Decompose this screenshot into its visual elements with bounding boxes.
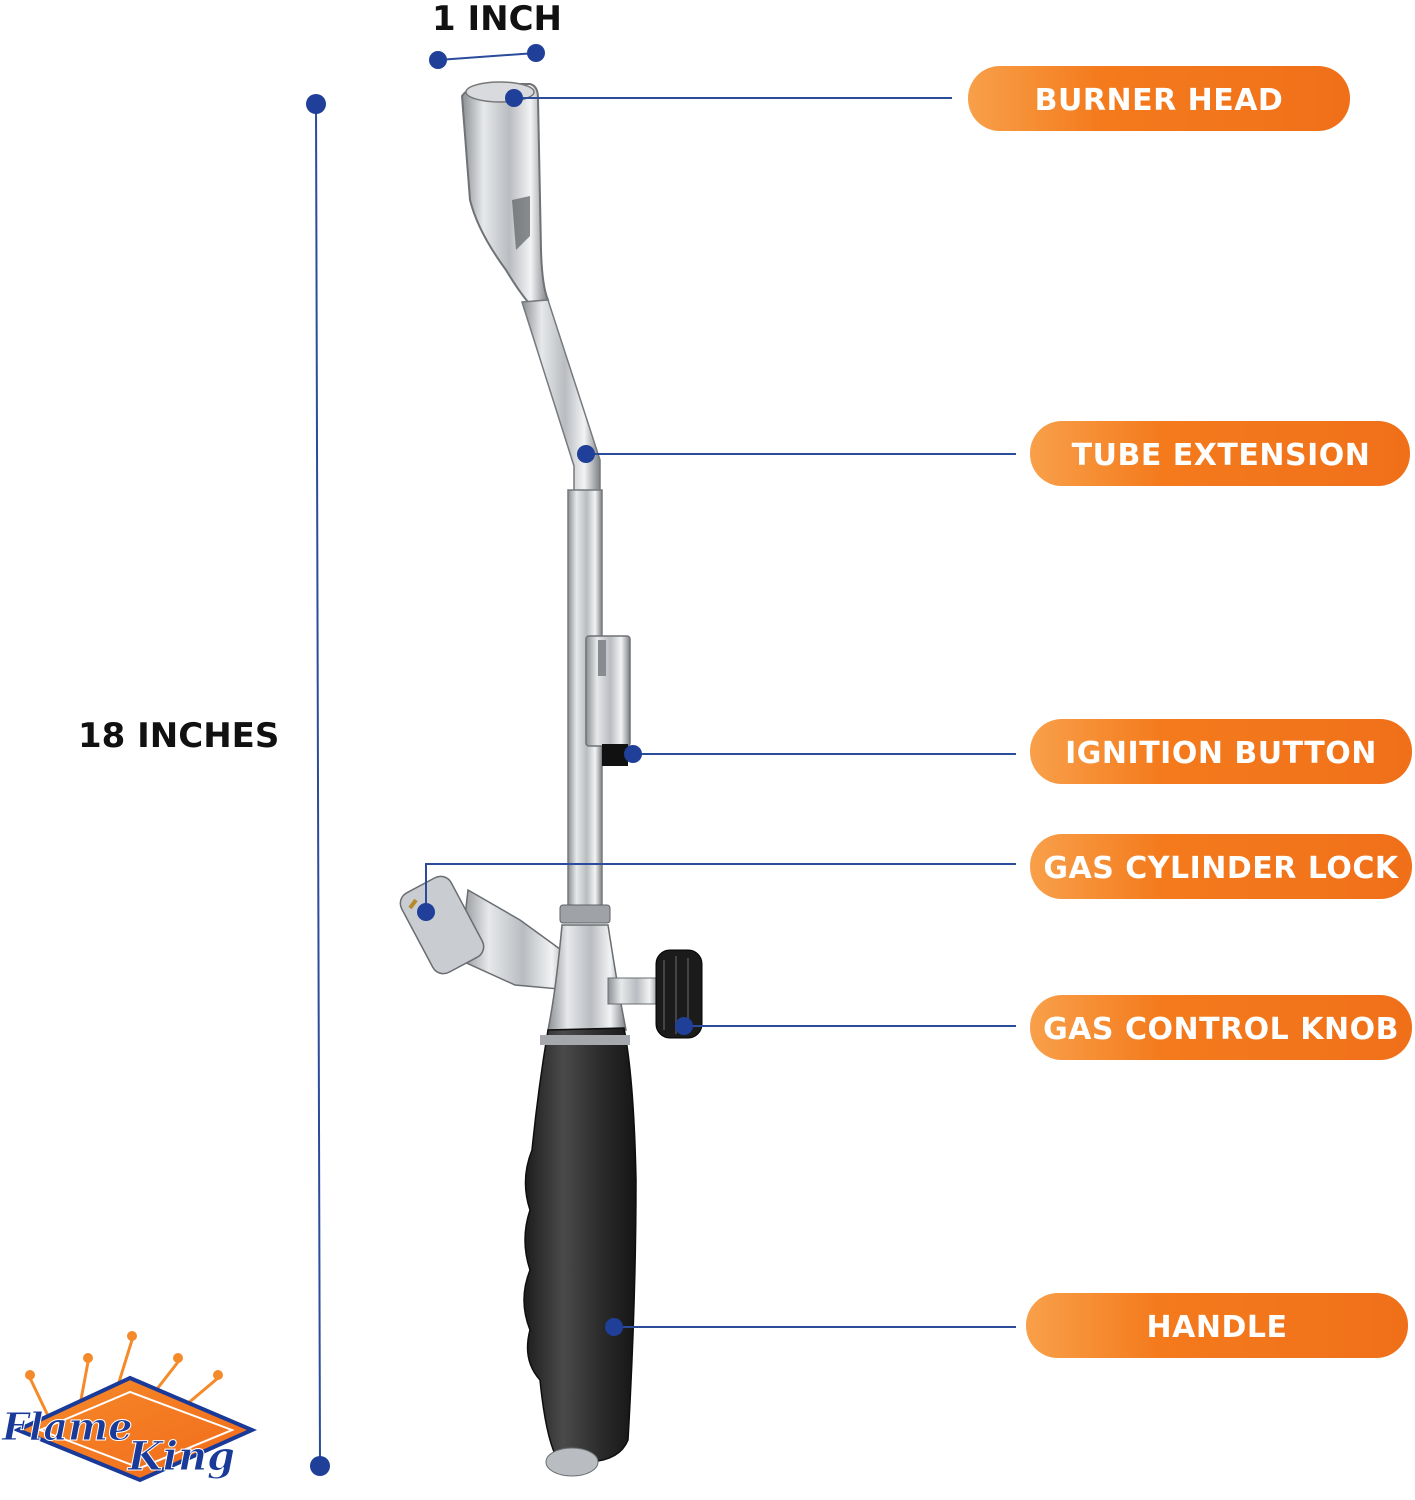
valve-body (547, 924, 627, 1031)
gas-cylinder-lock-label: GAS CYLINDER LOCK (1043, 851, 1400, 886)
control-knob-shape (607, 949, 703, 1039)
callout-gas-control-knob: GAS CONTROL KNOB (675, 995, 1412, 1060)
gas-control-knob-pill (1030, 995, 1412, 1060)
gas-cylinder-lock-pill (1030, 834, 1412, 899)
flame-king-logo: Flame King (1, 1331, 258, 1483)
callout-ignition-button: IGNITION BUTTON (624, 719, 1412, 784)
burner-head-shape (460, 83, 550, 304)
callout-tube-extension: TUBE EXTENSION (577, 421, 1410, 486)
handle-shape (523, 1027, 637, 1463)
tube-extension-label: TUBE EXTENSION (1072, 438, 1371, 473)
handle-pill (1026, 1293, 1408, 1358)
callout-handle: HANDLE (605, 1293, 1408, 1358)
height-label: 18 INCHES (78, 716, 279, 756)
height-dimension: 18 INCHES (78, 94, 330, 1476)
callout-gas-cylinder-lock: GAS CYLINDER LOCK (417, 834, 1412, 921)
ignition-button-label: IGNITION BUTTON (1065, 736, 1377, 771)
tube-upper (520, 299, 601, 501)
torch-illustration (399, 81, 703, 1477)
callout-burner-head: BURNER HEAD (505, 66, 1350, 131)
logo-text-flame: Flame (1, 1404, 132, 1449)
ignition-button-pill (1030, 719, 1412, 784)
gas-control-knob-label: GAS CONTROL KNOB (1043, 1012, 1399, 1047)
handle-label: HANDLE (1147, 1310, 1288, 1345)
cylinder-fitting (399, 875, 576, 991)
burner-head-pill (968, 66, 1350, 131)
tube-extension-pill (1030, 421, 1410, 486)
width-label: 1 INCH (432, 0, 562, 39)
igniter-bracket (585, 635, 631, 747)
logo-text-king: King (127, 1433, 235, 1480)
burner-head-label: BURNER HEAD (1035, 83, 1284, 118)
width-dimension: 1 INCH (429, 0, 562, 69)
